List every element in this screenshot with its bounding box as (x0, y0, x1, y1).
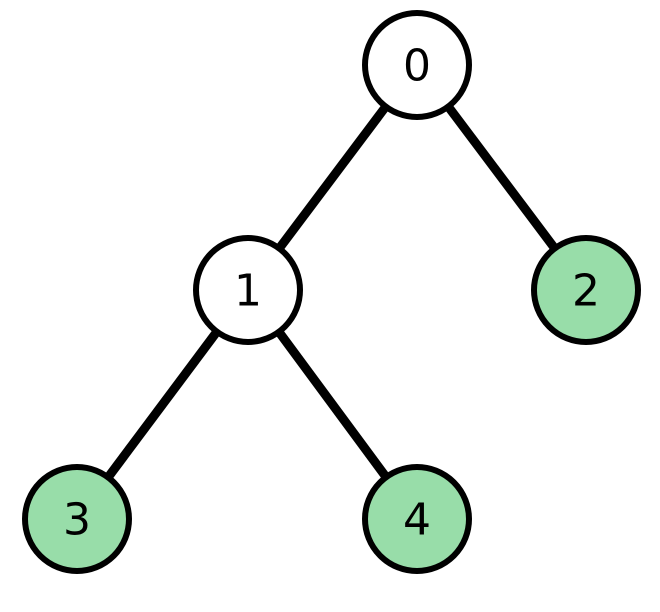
nodes-layer: 0 1 2 3 4 (22, 10, 641, 574)
tree-node-circle-3[interactable] (22, 464, 132, 574)
tree-node-label-2: 2 (572, 266, 600, 317)
tree-node-3[interactable]: 3 (22, 464, 132, 574)
tree-node-4[interactable]: 4 (362, 464, 472, 574)
tree-node-0[interactable]: 0 (362, 10, 472, 120)
tree-node-circle-0[interactable] (362, 10, 472, 120)
tree-node-1[interactable]: 1 (193, 235, 303, 345)
tree-node-circle-1[interactable] (193, 235, 303, 345)
tree-node-label-1: 1 (234, 266, 262, 317)
tree-node-label-0: 0 (403, 41, 431, 92)
tree-node-label-4: 4 (403, 495, 431, 546)
tree-node-label-3: 3 (63, 495, 91, 546)
tree-node-circle-4[interactable] (362, 464, 472, 574)
edges-layer (73, 62, 590, 522)
tree-node-2[interactable]: 2 (531, 235, 641, 345)
tree-node-circle-2[interactable] (531, 235, 641, 345)
